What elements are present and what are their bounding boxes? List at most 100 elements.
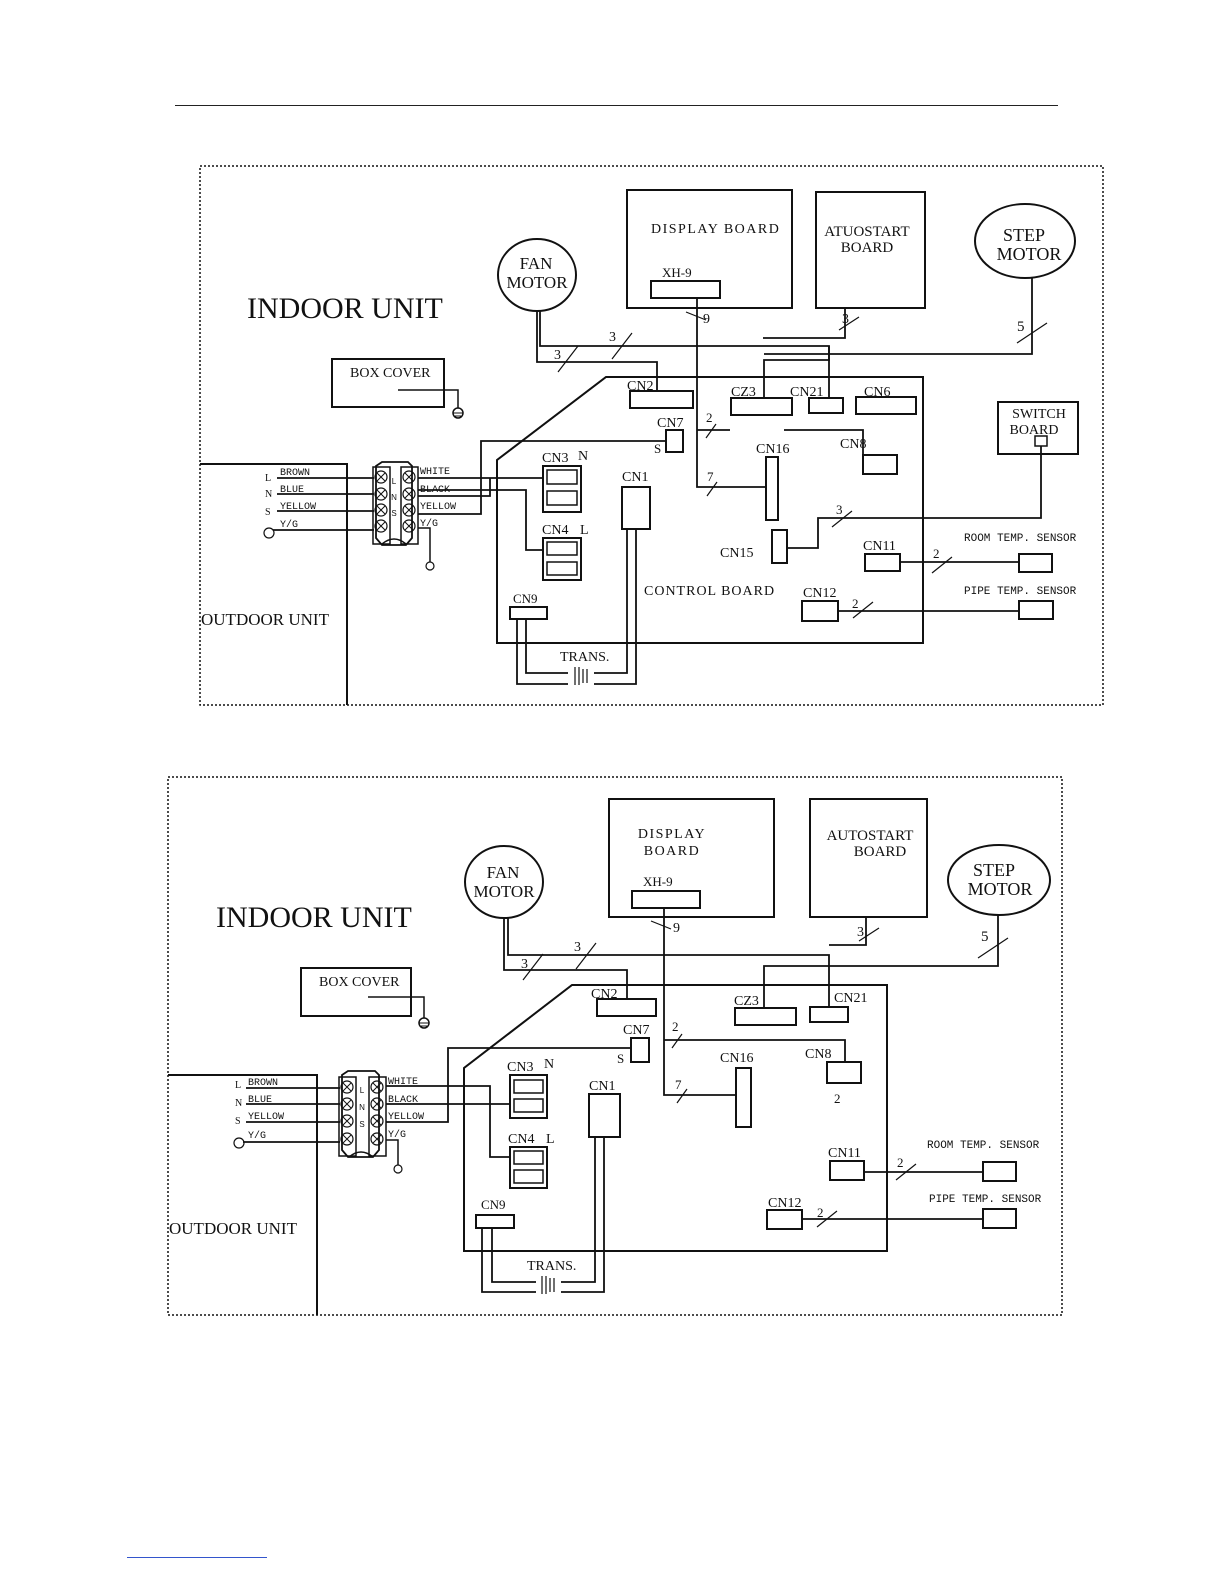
pipe-temp-sensor [982,1208,1017,1229]
cn3-connector [509,1074,548,1119]
cn8-label: CN8 [805,1047,831,1062]
cn3-connector [542,465,582,513]
ground-icon [233,1137,245,1149]
display-board-label-2: BOARD [644,844,701,859]
wire-count-7: 7 [707,469,714,484]
cn11-label: CN11 [828,1146,861,1161]
cn15-connector [771,529,788,564]
fan-motor-label-2: MOTOR [506,273,568,292]
fan-wire-2 [503,918,628,999]
wire-count-3: 3 [842,312,849,327]
trans-label: TRANS. [527,1259,576,1274]
transformer-icon [541,1276,555,1294]
cn1-connector [588,1093,621,1138]
display-wire [696,298,766,488]
fan-motor-label-1: FAN [520,254,553,273]
cn21-connector [809,1006,849,1023]
cn15-label: CN15 [720,546,753,561]
cn1-label: CN1 [622,470,648,485]
step-motor-label-2: MOTOR [968,879,1033,899]
cn4-label: CN4 [542,523,568,538]
cn8-connector [826,1061,862,1084]
wire-count-2: 2 [933,546,940,561]
cn1-connector [621,486,651,530]
cn8-wire-count: 2 [834,1091,841,1106]
cn21-label: CN21 [834,991,867,1006]
trans-label: TRANS. [560,650,609,665]
cn3-n-label: N [544,1057,554,1072]
terminal-letter-l: L [265,473,271,484]
cn8-label: CN8 [840,437,866,452]
switch-board-wire [787,446,1042,549]
fan-motor-label-2: MOTOR [473,882,535,901]
cn9-label: CN9 [481,1197,506,1212]
wire-yg-label-right: Y/G [420,518,438,530]
wire-blue-label: BLUE [248,1095,272,1106]
terminal-left-wires [273,477,374,531]
step-motor-label-1: STEP [1003,225,1045,245]
cn4-label: CN4 [508,1132,534,1147]
terminal-center-s: S [391,509,396,518]
ground-icon [393,1164,403,1174]
wiring-diagram-bottom: INDOOR UNIT OUTDOOR UNIT DISPLAY BOARD X… [167,776,1063,1316]
wire-count-3: 3 [857,925,864,940]
cn1-trans-wire [561,1137,605,1293]
autostart-label-1: AUTOSTART [827,828,914,844]
terminal-letter-s: S [235,1116,241,1127]
room-temp-sensor [982,1161,1017,1182]
terminal-center-l: L [360,1086,365,1095]
pipe-sensor-label: PIPE TEMP. SENSOR [929,1194,1042,1206]
wire-yg-label-right: Y/G [388,1129,406,1141]
wire-white-label: WHITE [388,1077,418,1088]
cn11-connector [829,1160,865,1181]
cn9-connector [509,606,548,620]
xh9-label: XH-9 [662,265,692,280]
box-cover-label: BOX COVER [350,366,431,381]
cn16-label: CN16 [720,1051,753,1066]
display-board [608,798,775,918]
wire-yg-label: Y/G [280,519,298,531]
cn7-label: CN7 [657,416,683,431]
wire-count-3: 3 [609,330,616,345]
pipe-temp-sensor [1018,600,1054,620]
cn12-label: CN12 [768,1196,801,1211]
switch-board-label-1: SWITCH [1012,407,1066,422]
cn11-label: CN11 [863,539,896,554]
cn12-label: CN12 [803,586,836,601]
fan-wire-2 [536,310,658,391]
diagram-frame [199,165,1104,706]
outdoor-unit-label: OUTDOOR UNIT [169,1219,298,1238]
wire-brown-label: BROWN [280,468,310,479]
room-sensor-label: ROOM TEMP. SENSOR [927,1140,1040,1152]
wire-yellow-label-right: YELLOW [420,502,456,513]
display-board [626,189,793,309]
terminal-letter-l: L [235,1080,241,1091]
cn7-s-label: S [617,1051,624,1066]
cn16-connector [735,1067,752,1128]
cz3-connector [730,397,793,416]
box-cover [331,358,445,408]
cn6-connector [855,396,917,415]
box-cover [300,967,412,1017]
step-motor-wire [763,915,999,1008]
terminal-letter-n: N [265,489,272,500]
step-motor-label-1: STEP [973,860,1015,880]
wire-black-label: BLACK [420,485,450,496]
xh9-connector [650,280,721,299]
box-cover-label: BOX COVER [319,975,400,990]
autostart-board [815,191,926,309]
terminal-left-wires [243,1087,340,1143]
wire-count-3: 3 [554,348,561,363]
cn4-l-label: L [580,523,589,538]
cn12-connector [766,1209,803,1230]
transformer-icon [574,667,588,685]
step-motor-wire [764,278,1033,355]
cn9-connector [475,1214,515,1229]
cn3-label: CN3 [542,451,568,466]
cn8-connector [862,454,898,475]
switch-board-label-2: BOARD [1009,423,1058,438]
terminal-center-n: N [359,1103,365,1112]
wire-count-5: 5 [1017,319,1025,335]
indoor-unit-label: INDOOR UNIT [247,292,443,325]
cn7-connector [630,1037,650,1063]
